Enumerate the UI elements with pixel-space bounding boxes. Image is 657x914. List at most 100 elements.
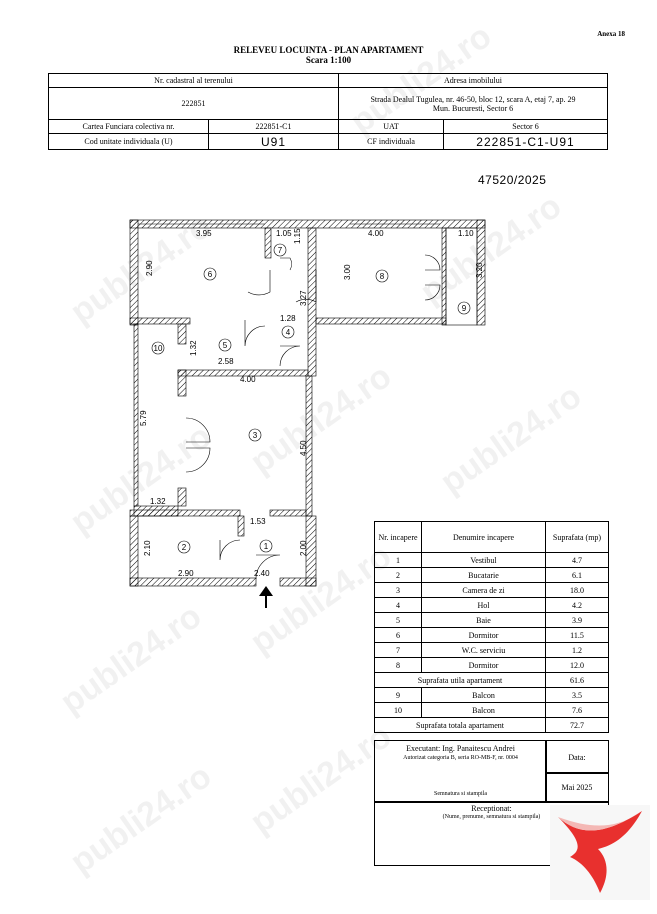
cell-nr: 4 — [374, 597, 422, 613]
cf-label: Cartea Funciara colectiva nr. — [48, 119, 209, 134]
cell-area: 3.9 — [545, 612, 609, 628]
document-number: 47520/2025 — [478, 173, 547, 187]
cell-name: Hol — [421, 597, 546, 613]
room-markers: 1 2 3 4 5 6 7 8 9 10 — [151, 243, 471, 554]
dim-label: 3.20 — [475, 262, 484, 278]
scale-text: Scara 1:100 — [305, 55, 352, 65]
dim-label: 2.90 — [145, 260, 154, 276]
unit-label: Cod unitate individuala (U) — [48, 133, 209, 150]
cell-area: 3.5 — [545, 687, 609, 703]
address-line1: Strada Dealul Tugulea, nr. 46-50, bloc 1… — [370, 94, 576, 104]
dim-label: 1.10 — [458, 229, 474, 238]
dim-label: 4.00 — [368, 229, 384, 238]
address-value: Strada Dealul Tugulea, nr. 46-50, bloc 1… — [338, 87, 608, 120]
date-label: Data: — [568, 753, 586, 762]
room-number: 9 — [462, 304, 467, 313]
executant-block: Executant: Ing. Panaitescu Andrei Autori… — [374, 740, 609, 866]
room-number: 5 — [223, 341, 228, 350]
cf-ind-label: CF individuala — [338, 133, 444, 150]
dim-label: 4.50 — [299, 440, 308, 456]
cadastral-value: 222851 — [48, 87, 339, 120]
room-number: 10 — [154, 344, 163, 353]
col-area-header: Suprafata (mp) — [545, 521, 609, 553]
address-label: Adresa imobilului — [338, 73, 608, 88]
uat-label: UAT — [338, 119, 444, 134]
total-value: 72.7 — [545, 717, 609, 733]
title-text: RELEVEU LOCUINTA - PLAN APARTAMENT — [233, 45, 424, 55]
cell-name: Dormitor — [421, 627, 546, 643]
dim-label: 1.15 — [293, 228, 302, 244]
util-label: Suprafata utila apartament — [374, 672, 546, 688]
dim-label: 3.00 — [343, 264, 352, 280]
dim-label: 2.58 — [218, 357, 234, 366]
total-label: Suprafata totala apartament — [374, 717, 546, 733]
entrance-arrow — [259, 586, 273, 608]
cell-name: Camera de zi — [421, 582, 546, 598]
receptionat-label: Receptionat: — [471, 804, 512, 813]
rooms-table: Nr. incapere Denumire incapere Suprafata… — [374, 521, 609, 733]
dim-label: 2.00 — [299, 540, 308, 556]
cell-name: Dormitor — [421, 657, 546, 673]
uat-value: Sector 6 — [443, 119, 608, 134]
dim-label: 3.27 — [299, 290, 308, 306]
cell-nr: 3 — [374, 582, 422, 598]
dim-label: 1.32 — [150, 497, 166, 506]
room-number: 3 — [253, 431, 258, 440]
date-value: Mai 2025 — [561, 783, 593, 792]
cell-nr: 1 — [374, 552, 422, 568]
cell-nr: 7 — [374, 642, 422, 658]
cell-nr: 8 — [374, 657, 422, 673]
dim-label: 1.53 — [250, 517, 266, 526]
cell-area: 7.6 — [545, 702, 609, 718]
cell-name: Balcon — [421, 702, 546, 718]
unit-value: U91 — [208, 133, 339, 150]
cell-area: 6.1 — [545, 567, 609, 583]
cell-area: 4.2 — [545, 597, 609, 613]
floor-plan: 3.95 1.05 1.15 4.00 1.10 2.90 3.00 3.20 … — [129, 219, 486, 608]
document-title: RELEVEU LOCUINTA - PLAN APARTAMENT Scara… — [0, 45, 657, 65]
util-value: 61.6 — [545, 672, 609, 688]
cell-area: 18.0 — [545, 582, 609, 598]
cell-nr: 6 — [374, 627, 422, 643]
cadastral-label: Nr. cadastral al terenului — [48, 73, 339, 88]
executant-sign: Semnatura si stampila — [434, 791, 487, 797]
cell-name: W.C. serviciu — [421, 642, 546, 658]
cell-name: Vestibul — [421, 552, 546, 568]
cell-area: 11.5 — [545, 627, 609, 643]
room-number: 6 — [208, 270, 213, 279]
cell-name: Baie — [421, 612, 546, 628]
dim-label: 3.95 — [196, 229, 212, 238]
executant-box: Executant: Ing. Panaitescu Andrei Autori… — [374, 740, 547, 803]
room-number: 2 — [182, 543, 187, 552]
cell-nr: 5 — [374, 612, 422, 628]
cf-ind-value: 222851-C1-U91 — [443, 133, 608, 150]
logo-mark — [558, 811, 642, 893]
logo-highlight — [558, 811, 642, 831]
dim-label: 1.28 — [280, 314, 296, 323]
doors — [185, 254, 441, 580]
date-label-box: Data: — [545, 740, 609, 774]
dim-label: 2.40 — [254, 569, 270, 578]
room-number: 4 — [286, 328, 291, 337]
executant-auth: Autorizat categoria B, seria RO-MB-F, nr… — [403, 755, 518, 761]
annex-label: Anexa 18 — [597, 30, 625, 38]
cell-nr: 9 — [374, 687, 422, 703]
cell-nr: 10 — [374, 702, 422, 718]
room-number: 8 — [380, 272, 385, 281]
dim-label: 4.00 — [240, 375, 256, 384]
cell-area: 1.2 — [545, 642, 609, 658]
col-nr-header: Nr. incapere — [374, 521, 422, 553]
cf-value: 222851-C1 — [208, 119, 339, 134]
cell-name: Bucatarie — [421, 567, 546, 583]
dim-label: 5.79 — [139, 410, 148, 426]
date-value-box: Mai 2025 — [545, 772, 609, 803]
